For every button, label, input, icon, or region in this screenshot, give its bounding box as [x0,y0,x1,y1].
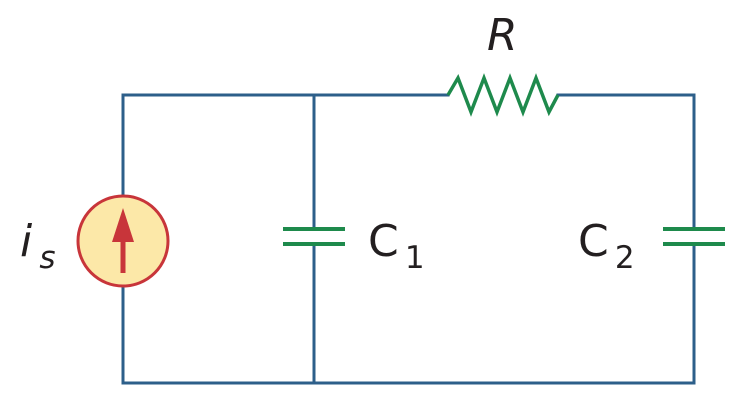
capacitor-c1-label: C 1 [368,216,425,276]
capacitor-c1-label-main: C [368,216,399,267]
source-label: i s [20,216,55,276]
current-source [76,194,170,288]
capacitor-c2-label: C 2 [578,216,635,276]
resistor-label: R [487,10,518,61]
source-label-sub: s [39,240,55,276]
resistor-r [446,73,560,117]
capacitor-c1 [283,227,345,246]
capacitor-c1-label-sub: 1 [405,240,425,276]
capacitor-c2 [663,227,725,246]
capacitor-c2-label-sub: 2 [615,240,635,276]
source-label-main: i [20,216,33,267]
capacitor-c2-label-main: C [578,216,609,267]
wires [121,93,696,385]
current-source-arrow-head-icon [112,208,134,242]
